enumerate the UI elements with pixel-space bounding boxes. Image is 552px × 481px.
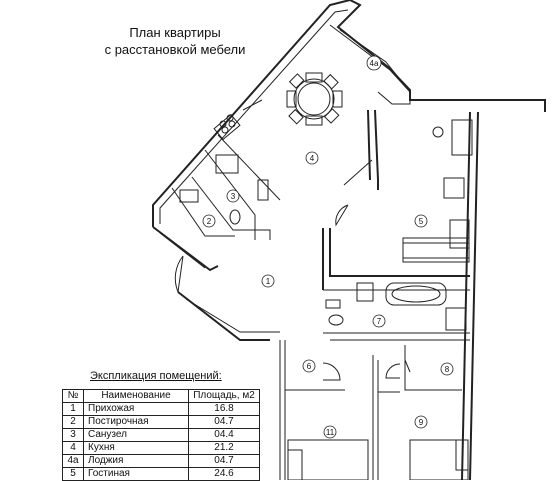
room-label-8: 8	[445, 365, 450, 374]
table-row: 4а Лоджия 04.7	[62, 454, 260, 468]
table-header-row: № Наименование Площадь, м2	[62, 389, 260, 403]
table-row: 3 Санузел 04.4	[62, 428, 260, 442]
row-num: 3	[62, 428, 84, 442]
room-label-2: 2	[207, 217, 212, 226]
room-label-3: 3	[231, 192, 236, 201]
armchair	[443, 177, 465, 199]
interior-wall-laundry	[171, 187, 235, 237]
room-label-1: 1	[266, 277, 271, 286]
row-name: Гостиная	[83, 467, 189, 481]
kitchen-counter	[217, 99, 281, 201]
row-area: 21.2	[188, 441, 260, 455]
wall-corridor	[279, 340, 379, 480]
interior-wall-bath	[191, 149, 271, 240]
room-label-9: 9	[419, 418, 424, 427]
explication-table: № Наименование Площадь, м2 1 Прихожая 16…	[62, 389, 260, 481]
row-num: 4	[62, 441, 84, 455]
room-label-7: 7	[377, 317, 382, 326]
row-name: Лоджия	[83, 454, 189, 468]
room-label-6: 6	[307, 362, 312, 371]
row-area: 04.7	[188, 415, 260, 429]
bathtub	[385, 282, 447, 306]
table-row: 2 Постирочная 04.7	[62, 415, 260, 429]
interior-wall-kitchen	[367, 109, 379, 190]
row-num: 5	[62, 467, 84, 481]
row-area: 24.6	[188, 467, 260, 481]
desk	[451, 119, 473, 156]
room-label-11: 11	[326, 428, 335, 437]
room-label-4a: 4а	[370, 59, 379, 68]
wall-room7	[323, 289, 470, 341]
row-area: 04.7	[188, 454, 260, 468]
plan-title-line2: с расстановкой мебели	[104, 42, 246, 57]
room-label-4: 4	[310, 154, 315, 163]
table-row: 1 Прихожая 16.8	[62, 402, 260, 416]
header-area: Площадь, м2	[188, 389, 260, 403]
header-num: №	[62, 389, 84, 403]
dining-table	[286, 72, 343, 126]
sofa	[402, 219, 470, 263]
row-num: 4а	[62, 454, 84, 468]
room-label-5: 5	[419, 217, 424, 226]
row-num: 1	[62, 402, 84, 416]
exterior-wall-left	[152, 226, 270, 341]
row-name: Прихожая	[83, 402, 189, 416]
plan-title-line1: План квартиры	[129, 25, 221, 40]
header-name: Наименование	[83, 389, 189, 403]
right-exterior-wall	[461, 111, 479, 480]
explication-title: Экспликация помещений:	[88, 370, 224, 382]
wall-room8	[404, 345, 462, 391]
bed-room9	[409, 439, 469, 480]
interior-wall-living	[322, 228, 470, 290]
table-row: 4 Кухня 21.2	[62, 441, 260, 455]
exterior-wall-diagonal	[152, 0, 546, 227]
bed-room11	[287, 439, 369, 480]
table-row: 5 Гостиная 24.6	[62, 467, 260, 481]
row-area: 16.8	[188, 402, 260, 416]
row-area: 04.4	[188, 428, 260, 442]
row-name: Постирочная	[83, 415, 189, 429]
row-name: Санузел	[83, 428, 189, 442]
row-num: 2	[62, 415, 84, 429]
row-name: Кухня	[83, 441, 189, 455]
entrance-door	[174, 255, 184, 293]
